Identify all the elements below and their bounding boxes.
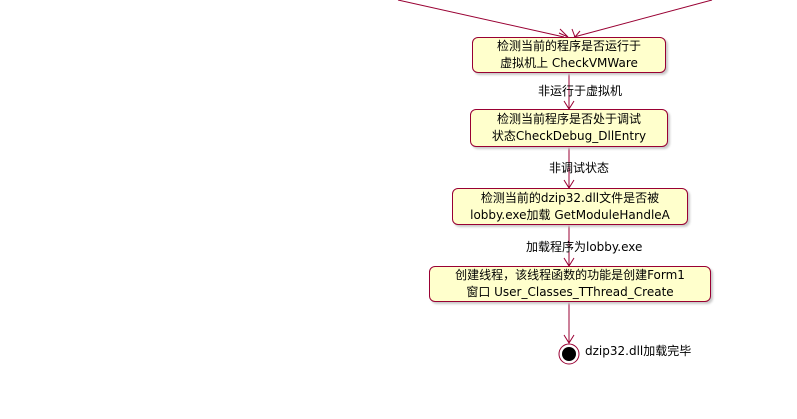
node-line-1: 创建线程，该线程函数的功能是创建Form1 [455, 268, 685, 282]
node-check-dll-loaded: 检测当前的dzip32.dll文件是否被 lobby.exe加载 GetModu… [452, 188, 688, 225]
incoming-flow-right [573, 0, 713, 38]
node-create-thread: 创建线程，该线程函数的功能是创建Form1 窗口 User_Classes_TT… [429, 266, 711, 302]
node-line-1: 检测当前的dzip32.dll文件是否被 [480, 190, 660, 205]
node-line-2: lobby.exe加载 GetModuleHandleA [470, 207, 670, 222]
edge-label-not-debug: 非调试状态 [549, 161, 610, 175]
incoming-flow-left [397, 0, 565, 38]
node-line-2: 状态CheckDebug_DllEntry [491, 129, 647, 143]
edge-label-not-vm: 非运行于虚拟机 [538, 84, 623, 98]
node-line-1: 检测当前的程序是否运行于 [496, 39, 641, 53]
node-line-2: 窗口 User_Classes_TThread_Create [466, 285, 674, 299]
node-line-1: 检测当前程序是否处于调试 [496, 112, 641, 126]
node-line-2: 虚拟机上 CheckVMWare [500, 56, 638, 70]
node-check-vmware: 检测当前的程序是否运行于 虚拟机上 CheckVMWare [472, 37, 666, 73]
final-state-icon [558, 343, 580, 365]
edge-label-lobby: 加载程序为lobby.exe [526, 240, 643, 254]
final-state-label: dzip32.dll加载完毕 [585, 344, 692, 358]
node-check-debug: 检测当前程序是否处于调试 状态CheckDebug_DllEntry [470, 109, 668, 147]
arrowhead-4 [563, 334, 575, 344]
